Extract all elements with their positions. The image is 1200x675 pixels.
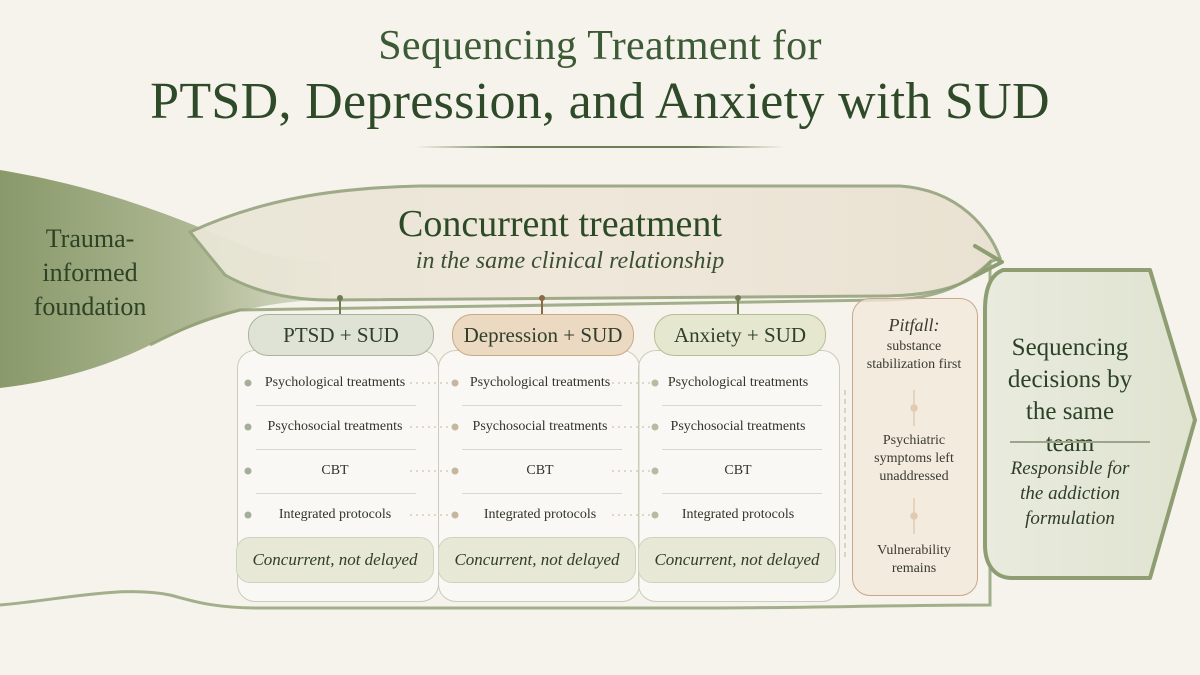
concurrent-subheading: in the same clinical relationship (415, 248, 725, 274)
foundation-funnel (0, 170, 330, 388)
anxiety-footer: Concurrent, not delayed (638, 537, 836, 583)
pitfall-step-3: Vulnerability remains (877, 543, 951, 576)
ptsd-row-cbt: CBT (321, 463, 349, 478)
depression-row-integrated: Integrated protocols (483, 507, 597, 522)
row-divider (462, 493, 622, 494)
foundation-label: Trauma- informed foundation (20, 222, 160, 324)
row-connectors (410, 382, 652, 516)
outcome-title: Sequencing decisions by the same team (1007, 334, 1133, 457)
anxiety-row-cbt: CBT (724, 463, 752, 478)
row-divider (462, 449, 622, 450)
ptsd-footer: Concurrent, not delayed (236, 537, 434, 583)
row-divider (662, 405, 822, 406)
depression-row-psychological: Psychological treatments (469, 375, 611, 390)
row-divider (256, 405, 416, 406)
foundation-line-1: Trauma- (45, 224, 135, 253)
column-header-depression: Depression + SUD (452, 314, 634, 356)
foundation-line-2: informed (42, 258, 138, 287)
row-bullets (244, 379, 659, 519)
ptsd-row-psychological: Psychological treatments (264, 375, 406, 390)
foundation-line-3: foundation (33, 292, 147, 321)
anxiety-row-integrated: Integrated protocols (681, 507, 795, 522)
pitfall-panel (852, 298, 978, 596)
row-divider (256, 493, 416, 494)
ptsd-row-psychosocial: Psychosocial treatments (267, 419, 403, 434)
anxiety-row-psychological: Psychological treatments (667, 375, 809, 390)
outcome-subtitle: Responsible for the addiction formulatio… (1010, 458, 1130, 529)
row-divider (662, 493, 822, 494)
depression-footer: Concurrent, not delayed (438, 537, 636, 583)
outcome-divider (1010, 441, 1150, 443)
pitfall-label: Pitfall: (888, 315, 940, 335)
pitfall-step-1: substance stabilization first (866, 339, 962, 372)
title-line-2: PTSD, Depression, and Anxiety with SUD (150, 73, 1050, 130)
ptsd-row-integrated: Integrated protocols (278, 507, 392, 522)
column-header-ptsd: PTSD + SUD (248, 314, 434, 356)
band-arrowhead (973, 244, 1004, 278)
concurrent-heading: Concurrent treatment (398, 203, 722, 245)
depression-row-psychosocial: Psychosocial treatments (472, 419, 608, 434)
title-divider (415, 146, 785, 148)
row-divider (662, 449, 822, 450)
outer-container (0, 258, 992, 610)
outcome-shape (983, 268, 1197, 580)
pitfall-step-2: Psychiatric symptoms left unaddressed (874, 433, 954, 484)
column-header-anxiety: Anxiety + SUD (654, 314, 826, 356)
row-divider (256, 449, 416, 450)
depression-row-cbt: CBT (526, 463, 554, 478)
concurrent-band (187, 184, 1002, 302)
row-divider (462, 405, 622, 406)
title-line-1: Sequencing Treatment for (378, 23, 822, 69)
anxiety-row-psychosocial: Psychosocial treatments (670, 419, 806, 434)
